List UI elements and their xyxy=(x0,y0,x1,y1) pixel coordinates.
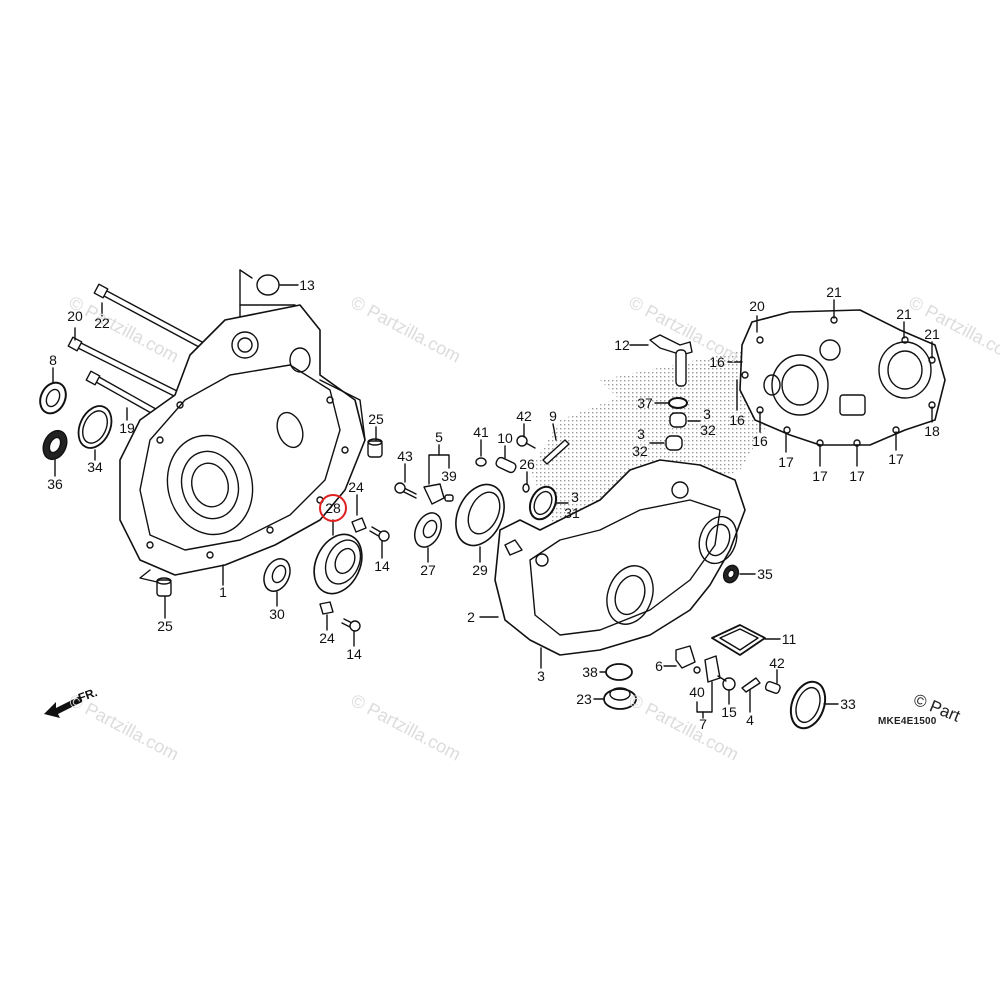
callout-part-number[interactable]: 32 xyxy=(632,443,648,459)
callout-part-number[interactable]: 34 xyxy=(87,459,103,475)
callout-part-number[interactable]: 2 xyxy=(467,609,475,625)
callout-part-number[interactable]: 6 xyxy=(655,658,663,674)
callout-part-number[interactable]: 15 xyxy=(721,704,737,720)
callout-part-number[interactable]: 7 xyxy=(699,716,707,732)
callout-part-number[interactable]: 33 xyxy=(840,696,856,712)
right-crankcase-inner-view xyxy=(727,299,946,467)
callout-part-number[interactable]: 14 xyxy=(346,646,362,662)
callout-part-number[interactable]: 30 xyxy=(269,606,285,622)
callout-part-number[interactable]: 1 xyxy=(219,584,227,600)
callout-part-number[interactable]: 17 xyxy=(888,451,904,467)
callout-part-number[interactable]: 10 xyxy=(497,430,513,446)
callout-part-number[interactable]: 17 xyxy=(849,468,865,484)
callout-part-number[interactable]: 3 xyxy=(637,426,645,442)
callout-part-number[interactable]: 17 xyxy=(778,454,794,470)
callout-part-number[interactable]: 3 xyxy=(571,489,579,505)
callout-part-number[interactable]: 35 xyxy=(757,566,773,582)
callout-part-number[interactable]: 39 xyxy=(441,468,457,484)
callout-part-number[interactable]: 22 xyxy=(94,315,110,331)
left-crankcase-half xyxy=(119,304,366,586)
callout-part-number[interactable]: 42 xyxy=(516,408,532,424)
crankcase-bolts xyxy=(67,283,218,421)
callout-part-number[interactable]: 18 xyxy=(924,423,940,439)
callout-part-number[interactable]: 14 xyxy=(374,558,390,574)
callout-part-number[interactable]: 21 xyxy=(826,284,842,300)
shift-arm-assembly xyxy=(629,334,701,451)
callout-part-number[interactable]: 41 xyxy=(473,424,489,440)
callout-part-number[interactable]: 31 xyxy=(564,505,580,521)
callout-part-number[interactable]: 37 xyxy=(637,395,653,411)
diagram-code: MKE4E1500 xyxy=(878,716,937,727)
callout-part-number[interactable]: 36 xyxy=(47,476,63,492)
callout-part-number[interactable]: 32 xyxy=(700,422,716,438)
callout-part-number[interactable]: 4 xyxy=(746,712,754,728)
callout-part-number[interactable]: 23 xyxy=(576,691,592,707)
callout-part-number[interactable]: 21 xyxy=(896,306,912,322)
callout-part-number[interactable]: 16 xyxy=(729,412,745,428)
callout-part-number[interactable]: 11 xyxy=(781,631,797,647)
callout-part-number[interactable]: 25 xyxy=(157,618,173,634)
oil-seals-left xyxy=(39,367,113,477)
callout-part-number[interactable]: 3 xyxy=(703,406,711,422)
callout-part-number[interactable]: 20 xyxy=(749,298,765,314)
callout-part-number[interactable]: 43 xyxy=(397,448,413,464)
callout-part-number[interactable]: 20 xyxy=(67,308,83,324)
callout-part-number[interactable]: 16 xyxy=(752,433,768,449)
callout-highlighted-part[interactable]: 28 xyxy=(319,494,347,522)
callout-part-number[interactable]: 9 xyxy=(549,408,557,424)
callout-part-number[interactable]: 42 xyxy=(769,655,785,671)
dowel-pins xyxy=(139,426,383,619)
callout-part-number[interactable]: 26 xyxy=(519,456,535,472)
bearings-left xyxy=(263,494,390,647)
callout-part-number[interactable]: 17 xyxy=(812,468,828,484)
assembly-shading xyxy=(530,350,770,540)
callout-part-number[interactable]: 29 xyxy=(472,562,488,578)
callout-part-number[interactable]: 21 xyxy=(924,326,940,342)
callout-part-number[interactable]: 27 xyxy=(420,562,436,578)
callout-part-number[interactable]: 16 xyxy=(709,354,725,370)
callout-part-number[interactable]: 24 xyxy=(319,630,335,646)
callout-part-number[interactable]: 38 xyxy=(582,664,598,680)
callout-part-number[interactable]: 40 xyxy=(689,684,705,700)
lower-right-parts xyxy=(593,564,839,730)
right-crankcase-half xyxy=(479,459,746,669)
callout-part-number[interactable]: 8 xyxy=(49,352,57,368)
callout-part-number[interactable]: 3 xyxy=(537,668,545,684)
callout-part-number[interactable]: 24 xyxy=(348,479,364,495)
front-direction-arrow-icon xyxy=(44,696,82,718)
callout-part-number[interactable]: 19 xyxy=(119,420,135,436)
callout-part-number[interactable]: 5 xyxy=(435,429,443,445)
callout-part-number[interactable]: 12 xyxy=(614,337,630,353)
callout-part-number[interactable]: 13 xyxy=(299,277,315,293)
callout-part-number[interactable]: 25 xyxy=(368,411,384,427)
middle-small-parts xyxy=(394,423,570,563)
